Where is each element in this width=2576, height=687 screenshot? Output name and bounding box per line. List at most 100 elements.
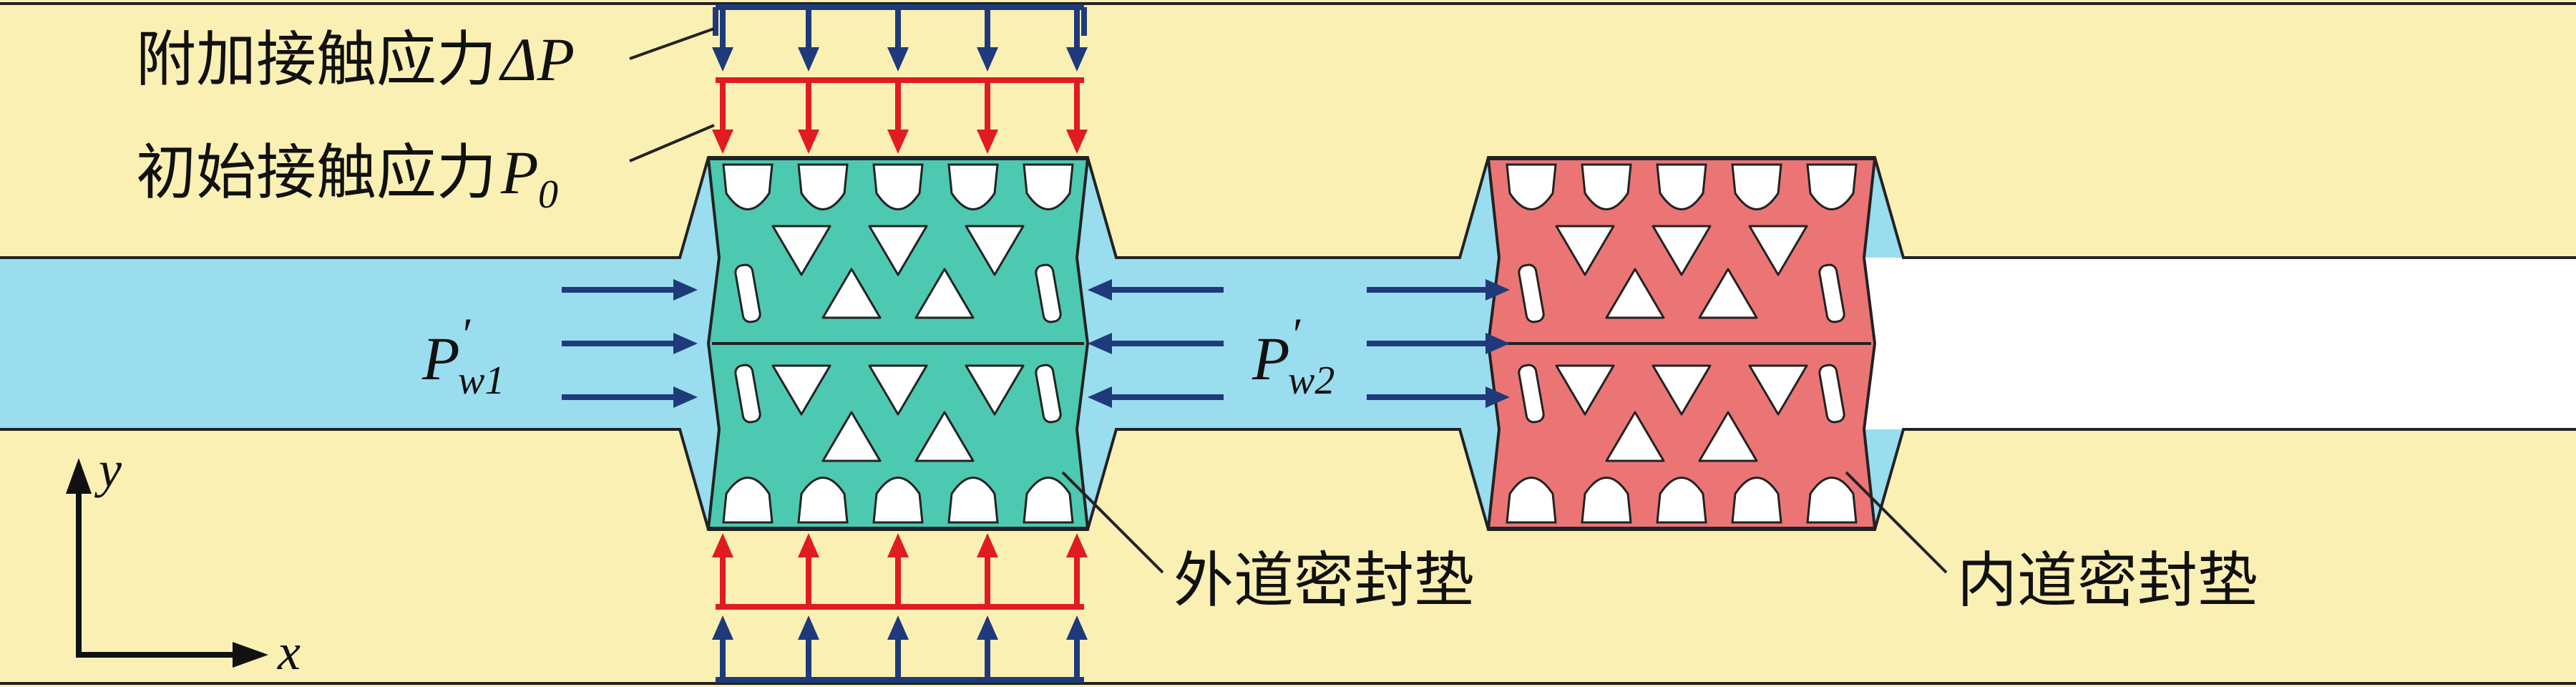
bottom-red-arrow-group — [712, 533, 1088, 607]
p0-subscript: 0 — [538, 172, 558, 217]
delta-p-label: 附加接触应力 — [136, 24, 497, 94]
gasket-slot — [734, 364, 761, 424]
inner-gasket — [1486, 157, 1877, 530]
p0-arrow — [712, 533, 733, 607]
gasket-hole — [1506, 477, 1557, 524]
gasket-hole — [1698, 268, 1758, 319]
pw2-symbol: P — [1252, 324, 1290, 393]
gasket-slot — [1035, 364, 1062, 424]
top-wall — [0, 0, 2576, 258]
gasket-hole — [771, 225, 831, 276]
gasket-hole — [947, 477, 999, 524]
pw1-symbol: P — [421, 324, 460, 393]
p0-arrow — [887, 80, 909, 154]
water-pressure-arrow-right — [1367, 279, 1510, 301]
gasket-hole — [1731, 477, 1782, 524]
p0-arrow — [1066, 533, 1088, 607]
gasket-hole — [965, 225, 1025, 276]
p0-arrow — [798, 533, 819, 607]
gasket-slot — [1518, 364, 1545, 424]
gasket-hole — [722, 163, 774, 210]
p0-arrow — [712, 80, 733, 154]
gasket-hole — [947, 163, 999, 210]
gasket-hole — [1656, 477, 1707, 524]
water-pressure-arrows — [562, 279, 1510, 408]
gasket-hole — [868, 225, 928, 276]
gasket-hole — [914, 411, 975, 462]
top-red-arrow-group — [712, 80, 1088, 154]
p0-label: 初始接触应力 — [136, 137, 497, 208]
gasket-hole — [821, 411, 882, 462]
axis-y-arrowhead — [66, 458, 92, 494]
gasket-hole — [797, 477, 849, 524]
gasket-hole — [914, 268, 975, 319]
top-delta-p-arrows — [713, 4, 1087, 36]
gasket-hole — [797, 163, 849, 210]
top-blue-arrow-group — [712, 9, 1088, 72]
pw1-subscript: w1 — [458, 359, 504, 403]
gasket-hole — [1656, 163, 1707, 210]
pw2-prime: ′ — [1290, 308, 1301, 359]
gasket-hole — [1605, 268, 1665, 319]
pw2-subscript: w2 — [1288, 359, 1335, 403]
gasket-hole — [1748, 225, 1808, 276]
gasket-hole — [1698, 411, 1758, 462]
gasket-hole — [872, 477, 924, 524]
delta-p-arrow — [798, 615, 819, 680]
water-pressure-arrow-left — [1088, 386, 1224, 408]
gasket-hole — [821, 268, 882, 319]
gasket-hole — [1806, 477, 1858, 524]
gasket-hole — [1605, 411, 1665, 462]
gasket-slot — [734, 263, 761, 323]
gasket-hole — [1506, 163, 1557, 210]
p0-arrow — [798, 80, 819, 154]
gasket-hole — [868, 364, 928, 416]
water-pressure-arrow-left — [1088, 333, 1224, 354]
delta-p-arrow — [977, 615, 998, 680]
gasket-hole — [1748, 364, 1808, 416]
coordinate-axes — [66, 458, 268, 668]
water-pressure-arrow-right — [562, 279, 698, 301]
p0-arrow — [1066, 80, 1088, 154]
pw1-prime: ′ — [460, 308, 471, 359]
delta-p-arrow — [712, 615, 733, 680]
gasket-slot — [1035, 263, 1062, 323]
delta-p-arrow — [887, 615, 909, 680]
gasket-hole — [965, 364, 1025, 416]
gasket-hole — [1023, 163, 1074, 210]
gasket-hole — [1652, 364, 1712, 416]
gasket-hole — [1023, 477, 1074, 524]
gasket-slot — [1518, 263, 1545, 323]
outer-gasket-label: 外道密封垫 — [1174, 545, 1474, 615]
bottom-blue-arrow-group — [712, 615, 1088, 680]
delta-p-arrow — [887, 9, 909, 72]
dry-side — [1832, 258, 2576, 429]
inner-gasket-label: 内道密封垫 — [1957, 545, 2258, 615]
water-pressure-arrow-right — [562, 333, 698, 354]
water-pressure-arrow-right — [562, 386, 698, 408]
gasket-hole — [722, 477, 774, 524]
gasket-hole — [771, 364, 831, 416]
delta-p-arrow — [798, 9, 819, 72]
gasket-hole — [1806, 163, 1858, 210]
p0-symbol: P — [500, 138, 539, 207]
axis-x-label: x — [277, 623, 301, 681]
gasket-hole — [1555, 225, 1615, 276]
gasket-hole — [1581, 477, 1632, 524]
gasket-slot — [1818, 364, 1845, 424]
p0-arrow — [977, 533, 998, 607]
p0-arrow — [887, 533, 909, 607]
p0-arrow — [977, 80, 998, 154]
gasket-hole — [1652, 225, 1712, 276]
delta-p-arrow — [1066, 9, 1088, 72]
gasket-hole — [1731, 163, 1782, 210]
gasket-hole — [1581, 163, 1632, 210]
water-pressure-arrow-right — [1367, 333, 1510, 354]
delta-p-symbol: ΔP — [499, 25, 575, 94]
gasket-slot — [1818, 263, 1845, 323]
leader-lines — [629, 27, 1948, 574]
axis-x-arrowhead — [233, 642, 268, 668]
water-pressure-arrow-right — [1367, 386, 1510, 408]
